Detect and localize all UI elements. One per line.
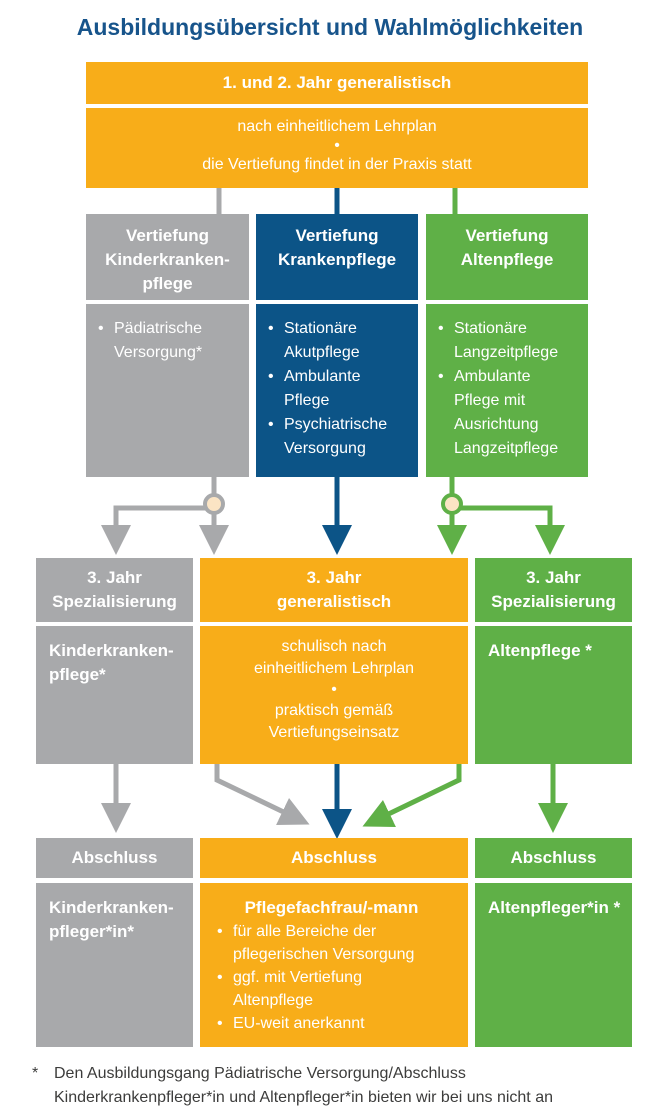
jahr3-right-h2: Spezialisierung [491, 592, 616, 611]
vertiefung-kinder-header: Vertiefung Kinderkranken- pflege [86, 214, 249, 300]
jahr3-right-body: Altenpflege * [475, 626, 632, 764]
list-item: Ambulante Pflege mit Ausrichtung Langzei… [436, 365, 580, 461]
top-body-box: nach einheitlichem Lehrplan • die Vertie… [86, 108, 588, 188]
jahr3-right-b1: Altenpflege * [488, 641, 592, 660]
arrow-gray-to-mid-abschluss [214, 764, 310, 826]
jahr3-mid-h1: 3. Jahr [306, 568, 362, 587]
abschluss-right-b1: Altenpfleger*in * [488, 898, 621, 917]
vertiefung-alten-h2: Altenpflege [460, 250, 554, 269]
jahr3-mid-b4: Vertiefungseinsatz [268, 724, 400, 741]
abschluss-right-body: Altenpfleger*in * [475, 883, 632, 1047]
vertiefung-alten-header: Vertiefung Altenpflege [426, 214, 588, 300]
arrow-green-to-mid-abschluss [362, 764, 462, 828]
top-line1: nach einheitlichem Lehrplan [237, 118, 437, 135]
jahr3-left-h2: Spezialisierung [52, 592, 177, 611]
top-header-text: 1. und 2. Jahr generalistisch [222, 73, 452, 92]
list-item: Stationäre Akutpflege [266, 317, 410, 365]
abschluss-mid-h: Abschluss [291, 848, 377, 867]
abschluss-right-header: Abschluss [475, 838, 632, 878]
vertiefung-kinder-body: Pädiatrische Versorgung* [86, 304, 249, 477]
page-title: Ausbildungsübersicht und Wahlmöglichkeit… [76, 14, 584, 40]
vertiefung-alten-h1: Vertiefung [465, 226, 549, 245]
abschluss-left-h: Abschluss [71, 848, 158, 867]
abschluss-left-b1: Kinderkranken- [49, 898, 174, 917]
jahr3-left-b1: Kinderkranken- [49, 641, 174, 660]
list-item: Ambulante Pflege [266, 365, 410, 413]
list-item: Psychiatrische Versorgung [266, 413, 410, 461]
jahr3-right-header: 3. Jahr Spezialisierung [475, 558, 632, 622]
list-item: für alle Bereiche der pflegerischen Vers… [215, 920, 458, 966]
vertiefung-kinder-h3: pflege [142, 274, 193, 293]
abschluss-left-header: Abschluss [36, 838, 193, 878]
list-item: EU-weit anerkannt [215, 1012, 458, 1035]
abschluss-mid-header: Abschluss [200, 838, 468, 878]
abschluss-right-h: Abschluss [510, 848, 597, 867]
abschluss-left-body: Kinderkranken- pfleger*in* [36, 883, 193, 1047]
list-item: Pädiatrische Versorgung* [96, 317, 239, 365]
jahr3-mid-b1: schulisch nach [281, 638, 387, 655]
vertiefung-alten-body: Stationäre Langzeitpflege Ambulante Pfle… [426, 304, 588, 477]
list-item: ggf. mit Vertiefung Altenpflege [215, 966, 458, 1012]
jahr3-mid-bullet: • [331, 681, 337, 698]
jahr3-left-header: 3. Jahr Spezialisierung [36, 558, 193, 622]
junction-circle-gray [203, 493, 225, 515]
top-bullet: • [334, 137, 340, 154]
jahr3-left-b2: pflege* [49, 665, 106, 684]
vertiefung-kranken-h2: Krankenpflege [277, 250, 397, 269]
jahr3-mid-h2: generalistisch [276, 592, 392, 611]
footnote-text: Den Ausbildungsgang Pädiatrische Versorg… [54, 1065, 553, 1106]
vertiefung-kranken-body: Stationäre Akutpflege Ambulante Pflege P… [256, 304, 418, 477]
jahr3-left-h1: 3. Jahr [87, 568, 142, 587]
jahr3-right-h1: 3. Jahr [526, 568, 581, 587]
abschluss-mid-body: Pflegefachfrau/-mann für alle Bereiche d… [200, 883, 468, 1047]
vertiefung-kranken-h1: Vertiefung [295, 226, 379, 245]
list-item: Stationäre Langzeitpflege [436, 317, 580, 365]
jahr3-left-body: Kinderkranken- pflege* [36, 626, 193, 764]
jahr3-mid-b3: praktisch gemäß [274, 702, 394, 719]
vertiefung-kinder-h2: Kinderkranken- [105, 250, 230, 269]
vertiefung-kranken-header: Vertiefung Krankenpflege [256, 214, 418, 300]
jahr3-mid-b2: einheitlichem Lehrplan [253, 660, 415, 677]
footnote: * Den Ausbildungsgang Pädiatrische Verso… [32, 1062, 632, 1110]
jahr3-mid-header: 3. Jahr generalistisch [200, 558, 468, 622]
top-header-box: 1. und 2. Jahr generalistisch [86, 62, 588, 104]
top-line2: die Vertiefung findet in der Praxis stat… [202, 156, 472, 173]
vertiefung-kinder-h1: Vertiefung [125, 226, 210, 245]
abschluss-left-b2: pfleger*in* [49, 922, 135, 941]
footnote-star: * [32, 1065, 39, 1082]
abschluss-mid-title: Pflegefachfrau/-mann [244, 898, 419, 917]
junction-circle-green [441, 493, 463, 515]
jahr3-mid-body: schulisch nach einheitlichem Lehrplan • … [200, 626, 468, 764]
